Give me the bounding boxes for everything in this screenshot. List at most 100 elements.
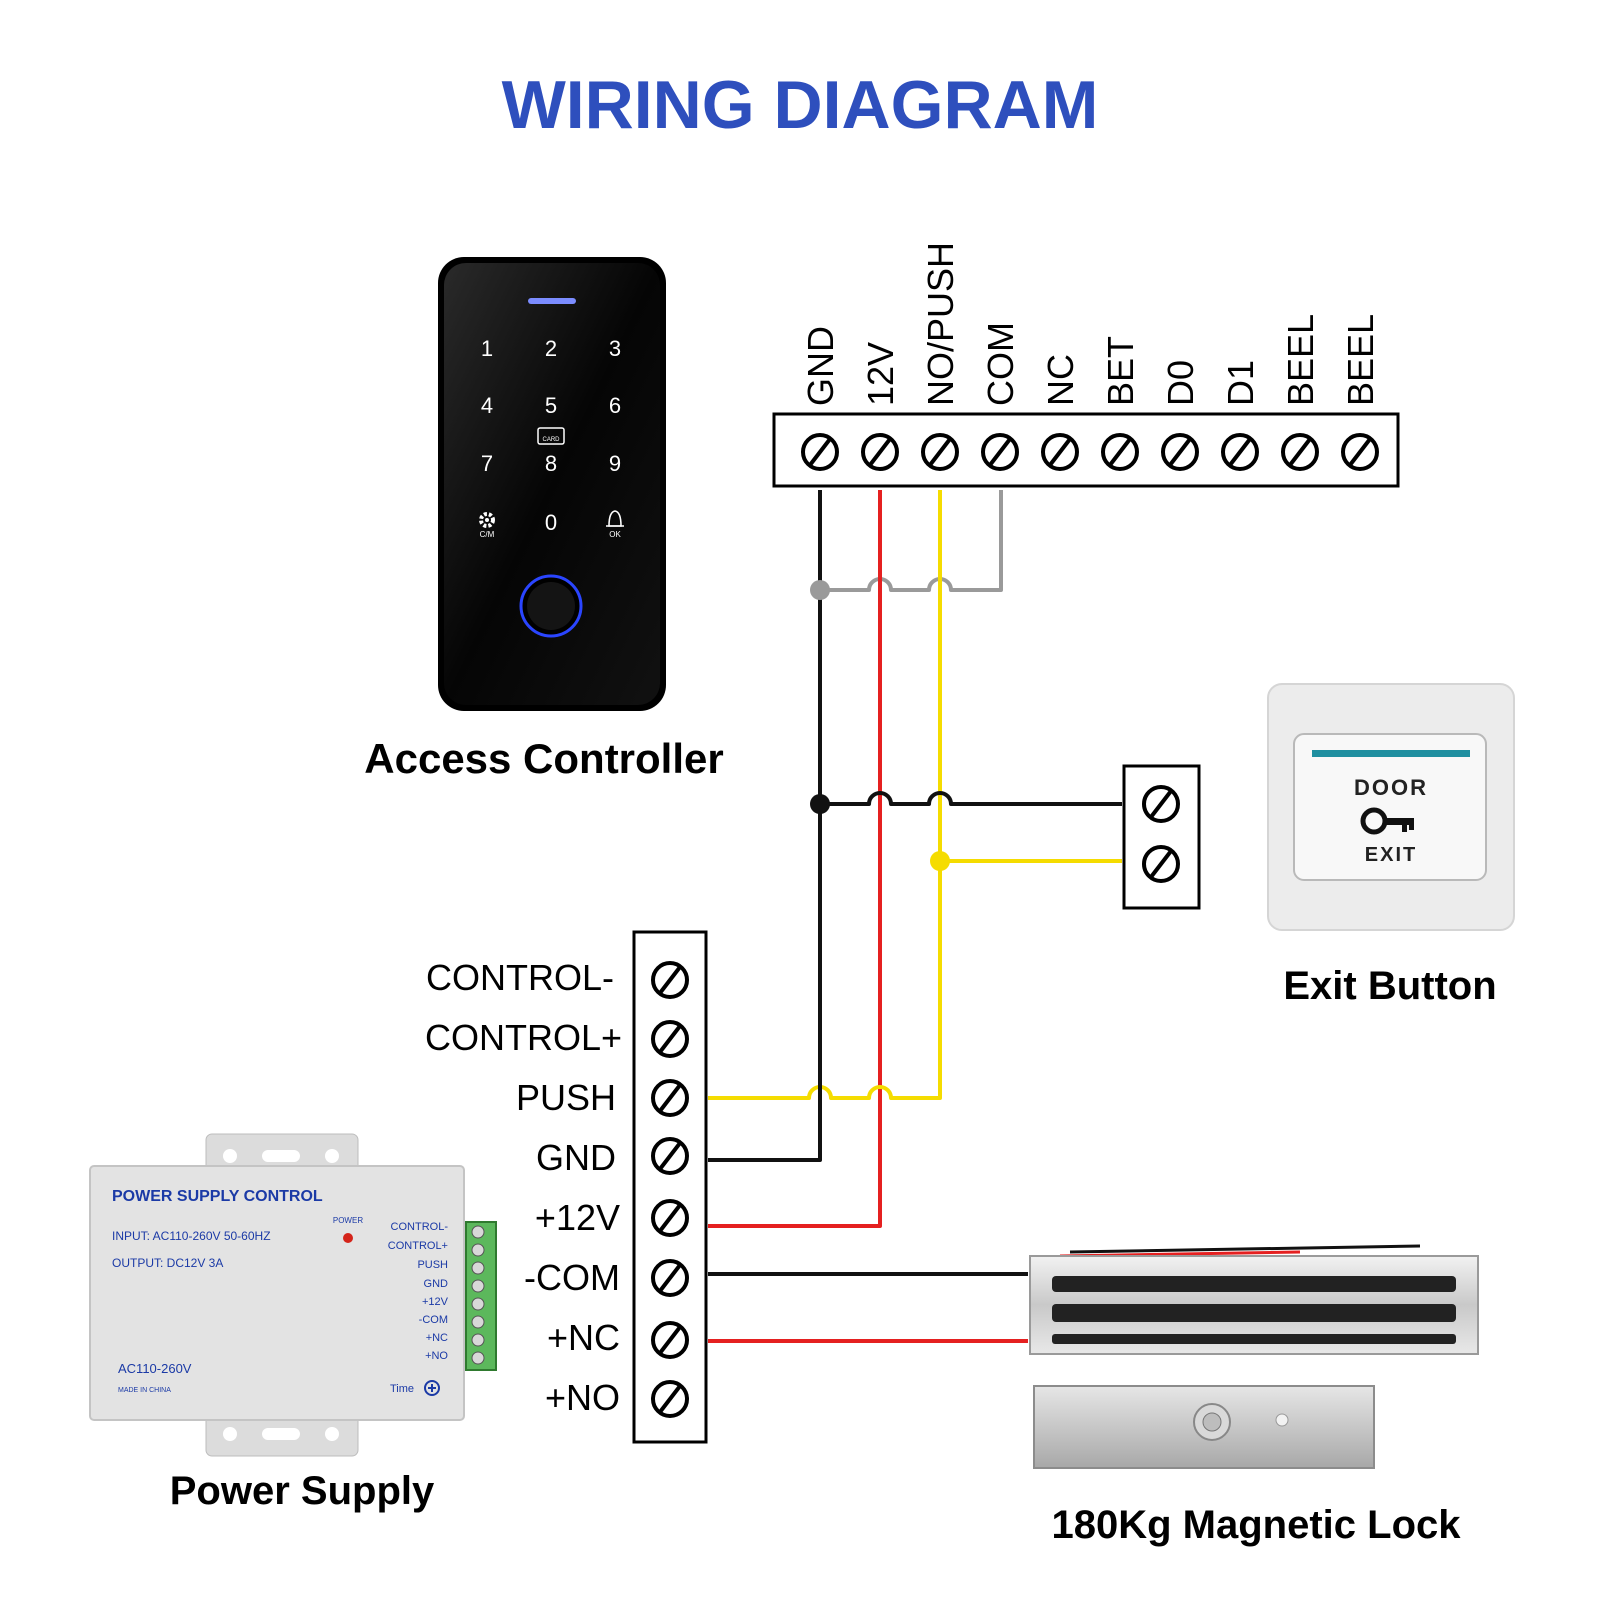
screw-terminal[interactable] [1221, 433, 1259, 471]
terminal-label-12v: 12V [860, 342, 901, 406]
time-knob-icon[interactable] [424, 1380, 440, 1396]
screw-terminal[interactable] [861, 433, 899, 471]
power-terminal-label-no: +NO [545, 1377, 620, 1418]
terminal-label-no-push: NO/PUSH [920, 242, 961, 406]
junction-black [810, 794, 830, 814]
terminal-label-beel-1: BEEL [1280, 314, 1321, 406]
controller-terminal-labels: GND 12V NO/PUSH COM NC BET D0 D1 BEEL BE… [800, 242, 1381, 406]
screw-terminal[interactable] [1281, 433, 1319, 471]
screw-terminal[interactable] [651, 1321, 689, 1359]
screw-terminal[interactable] [1142, 845, 1180, 883]
wire-yellow-push [708, 490, 942, 1100]
screw-terminal[interactable] [651, 1137, 689, 1175]
power-terminal-label-control-minus: CONTROL- [426, 957, 614, 998]
power-terminal-label-control-plus: CONTROL+ [425, 1017, 622, 1058]
screw-terminal[interactable] [981, 433, 1019, 471]
screw-terminal[interactable] [1142, 785, 1180, 823]
ok-label: OK [609, 530, 621, 539]
wires [708, 490, 1122, 1343]
exit-button-caption: Exit Button [1283, 964, 1496, 1008]
screw-terminal[interactable] [651, 1199, 689, 1237]
terminal-label-d0: D0 [1160, 360, 1201, 406]
terminal-label-com: COM [980, 322, 1021, 406]
screw-terminal[interactable] [1041, 433, 1079, 471]
power-terminal-label-com: -COM [524, 1257, 620, 1298]
exit-button-exit-label: EXIT [1365, 844, 1417, 866]
psu-terminal-label-gnd: GND [424, 1278, 449, 1290]
card-icon: CARD [537, 427, 565, 445]
wire-red-12v [708, 490, 882, 1228]
key-9[interactable]: 9 [609, 451, 621, 476]
psu-terminal-label-no: +NO [425, 1350, 448, 1362]
diagram-title: WIRING DIAGRAM [502, 67, 1099, 143]
psu-terminal-label-control-plus: CONTROL+ [388, 1240, 448, 1252]
screw-terminal[interactable] [1101, 433, 1139, 471]
key-7[interactable]: 7 [481, 451, 493, 476]
power-terminal-label-gnd: GND [536, 1137, 616, 1178]
psu-input-spec: INPUT: AC110-260V 50-60HZ [112, 1229, 271, 1243]
exit-button-door-label: DOOR [1354, 775, 1428, 800]
power-terminal-label-push: PUSH [516, 1077, 616, 1118]
controller-terminal-block [772, 412, 1400, 488]
key-8[interactable]: 8 [545, 451, 557, 476]
key-4[interactable]: 4 [481, 393, 493, 418]
key-3[interactable]: 3 [609, 336, 621, 361]
terminal-label-d1: D1 [1220, 360, 1261, 406]
key-1[interactable]: 1 [481, 336, 493, 361]
key-icon [1360, 807, 1414, 835]
power-supply-caption: Power Supply [170, 1469, 435, 1513]
screw-terminal[interactable] [1161, 433, 1199, 471]
power-terminal-labels: CONTROL- CONTROL+ PUSH GND +12V -COM +NC… [425, 957, 622, 1418]
bell-icon[interactable] [606, 510, 624, 527]
junction-yellow [930, 851, 950, 871]
fingerprint-sensor[interactable] [519, 574, 583, 638]
screw-terminal[interactable] [651, 1020, 689, 1058]
key-2[interactable]: 2 [545, 336, 557, 361]
gear-icon[interactable] [479, 512, 495, 528]
key-0[interactable]: 0 [545, 510, 557, 535]
psu-terminal-label-12v: +12V [422, 1296, 449, 1308]
indicator-strip [1312, 750, 1470, 757]
junction-gray [810, 580, 830, 600]
magnetic-lock-caption: 180Kg Magnetic Lock [1051, 1503, 1461, 1547]
screw-terminal[interactable] [921, 433, 959, 471]
psu-terminal-label-control-minus: CONTROL- [391, 1221, 449, 1233]
power-led [343, 1233, 353, 1243]
wire-black-exit [820, 791, 1122, 806]
exit-button-terminal-block [1122, 764, 1201, 910]
magnetic-lock [1029, 1244, 1479, 1469]
psu-made-in: MADE IN CHINA [118, 1387, 171, 1394]
psu-terminal-label-com: -COM [419, 1314, 448, 1326]
key-5[interactable]: 5 [545, 393, 557, 418]
psu-voltage-label: AC110-260V [118, 1361, 192, 1376]
terminal-label-beel-2: BEEL [1340, 314, 1381, 406]
power-terminal-label-nc: +NC [547, 1317, 620, 1358]
screw-terminal[interactable] [801, 433, 839, 471]
wire-black-gnd [708, 490, 822, 1162]
exit-button[interactable]: DOOR EXIT [1267, 683, 1515, 931]
cm-label: C/M [480, 530, 495, 539]
terminal-label-nc: NC [1040, 354, 1081, 406]
psu-power-label: POWER [333, 1216, 363, 1225]
terminal-label-bet: BET [1100, 336, 1141, 406]
screw-terminal[interactable] [651, 1079, 689, 1117]
access-controller: 1 2 3 4 5 6 7 8 9 0 CARD C/M OK [438, 257, 666, 711]
terminal-label-gnd: GND [800, 326, 841, 406]
screw-terminal[interactable] [651, 1259, 689, 1297]
psu-terminal-label-push: PUSH [417, 1259, 448, 1271]
screw-terminal[interactable] [651, 1380, 689, 1418]
wire-gray [821, 490, 1003, 592]
psu-terminal-label-nc: +NC [426, 1332, 448, 1344]
psu-output-spec: OUTPUT: DC12V 3A [112, 1256, 223, 1270]
card-label: CARD [542, 437, 560, 443]
access-controller-caption: Access Controller [364, 735, 723, 782]
key-6[interactable]: 6 [609, 393, 621, 418]
screw-terminal[interactable] [651, 961, 689, 999]
power-terminal-block [632, 930, 708, 1444]
screw-terminal[interactable] [1341, 433, 1379, 471]
psu-brand: POWER SUPPLY CONTROL [112, 1188, 323, 1205]
power-supply-unit: POWER SUPPLY CONTROL INPUT: AC110-260V 5… [89, 1133, 497, 1457]
power-terminal-label-12v: +12V [535, 1197, 620, 1238]
status-led [528, 298, 576, 304]
